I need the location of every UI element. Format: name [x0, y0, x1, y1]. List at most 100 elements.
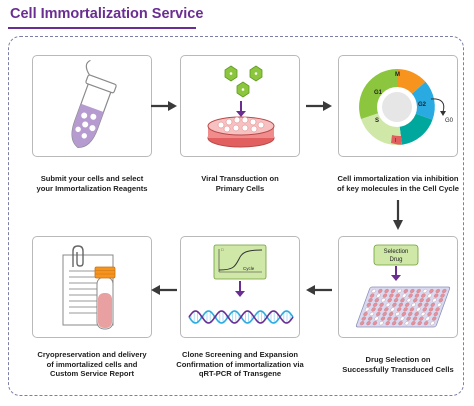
plate-well: [422, 288, 428, 294]
plate-well: [369, 311, 375, 317]
plate-well: [403, 307, 408, 312]
plate-well: [403, 288, 409, 294]
plate-well: [438, 298, 444, 303]
plate-well: [435, 307, 440, 312]
plate-well: [363, 311, 368, 317]
phase-g2-label: G2: [418, 102, 427, 108]
workflow-frame: [8, 36, 464, 396]
plate-well: [423, 321, 429, 326]
phase-i-label: I: [395, 138, 396, 144]
plate-well: [424, 302, 429, 307]
plate-well: [410, 288, 415, 294]
plate-well: [400, 298, 405, 303]
plate-well: [380, 316, 386, 321]
step-5-card: □ Cycle: [180, 236, 300, 338]
plate-well: [378, 288, 383, 294]
plate-well: [376, 311, 381, 317]
step-6-caption: Cryopreservation and delivery of immorta…: [37, 350, 147, 379]
step-2-card: [180, 55, 300, 157]
plate-well: [425, 316, 430, 321]
step-5-caption: Clone Screening and Expansion Confirmati…: [176, 350, 304, 379]
plate-well: [401, 293, 407, 298]
plate-well: [440, 293, 445, 298]
plate-well: [364, 307, 370, 312]
plate-well: [408, 293, 413, 298]
plate-well: [414, 311, 419, 317]
cell-cycle-icon: M G1 S G2 G0 I: [359, 68, 454, 146]
plate-well: [433, 311, 439, 317]
selection-drug-label-1: Selection: [384, 249, 409, 255]
plate-well: [420, 311, 426, 317]
plate-well: [406, 316, 411, 321]
well-plate-icon: Selection Drug: [355, 244, 451, 328]
plate-well: [372, 321, 378, 326]
plate-well: [369, 293, 375, 298]
plate-well: [393, 298, 399, 303]
plate-well: [385, 302, 391, 307]
plate-well: [413, 298, 418, 303]
plate-well: [401, 311, 407, 317]
plate-well: [395, 311, 400, 317]
plate-well: [366, 302, 371, 307]
plate-well: [398, 321, 403, 326]
plate-well: [392, 302, 397, 307]
plate-well: [387, 316, 392, 321]
plate-well: [430, 321, 435, 326]
plate-well: [387, 298, 392, 303]
step-3-caption: Cell immortalization via inhibition of k…: [337, 174, 459, 193]
pcr-dna-icon: □ Cycle: [188, 244, 294, 324]
step-4-card: Selection Drug: [338, 236, 458, 338]
plate-well: [390, 288, 396, 294]
plate-well: [366, 321, 371, 326]
plate-well: [382, 311, 387, 317]
step-1-caption: Submit your cells and select your Immort…: [36, 174, 148, 193]
plate-well: [374, 316, 379, 321]
page-title: Cell Immortalization Service: [10, 6, 204, 22]
selection-drug-label-2: Drug: [389, 257, 402, 263]
plate-well: [395, 293, 400, 298]
plate-well: [384, 307, 389, 312]
plate-well: [409, 307, 415, 312]
plate-well: [414, 293, 420, 298]
plate-well: [411, 321, 416, 326]
plate-well: [404, 321, 410, 326]
plate-well: [406, 298, 412, 303]
plate-well: [419, 298, 424, 303]
plate-well: [393, 316, 398, 321]
plate-well: [412, 316, 418, 321]
plate-well: [385, 321, 390, 326]
step-4-caption: Drug Selection on Successfully Transduce…: [342, 355, 454, 374]
plate-well: [437, 302, 442, 307]
plate-well: [371, 288, 377, 294]
plate-well: [382, 293, 388, 298]
plate-well: [381, 298, 386, 303]
plate-well: [429, 288, 434, 294]
plate-well: [368, 298, 373, 303]
plate-well: [396, 307, 402, 312]
title-underline: [8, 27, 196, 29]
plate-well: [428, 307, 434, 312]
arrow-right-1: [151, 101, 177, 111]
plate-well: [377, 307, 383, 312]
svg-text:□: □: [221, 247, 224, 252]
report-and-vial-icon: [62, 245, 116, 330]
plate-well: [419, 316, 424, 321]
arrow-left-2: [151, 285, 177, 295]
plate-well: [431, 316, 437, 321]
arrow-right-2: [306, 101, 332, 111]
plate-well: [417, 302, 423, 307]
pcr-cycle-axis-label: Cycle: [243, 266, 255, 271]
step-3-card: M G1 S G2 G0 I: [338, 55, 458, 157]
plate-well: [435, 288, 441, 294]
plate-well: [379, 302, 384, 307]
phase-s-label: S: [375, 118, 379, 124]
step-1-card: [32, 55, 152, 157]
step-2-caption: Viral Transduction on Primary Cells: [201, 174, 279, 193]
plate-well: [411, 302, 416, 307]
phase-g1-label: G1: [374, 90, 383, 96]
plate-well: [367, 316, 373, 321]
plate-well: [422, 307, 427, 312]
plate-well: [359, 321, 365, 326]
plate-well: [408, 311, 413, 317]
plate-well: [388, 311, 394, 317]
